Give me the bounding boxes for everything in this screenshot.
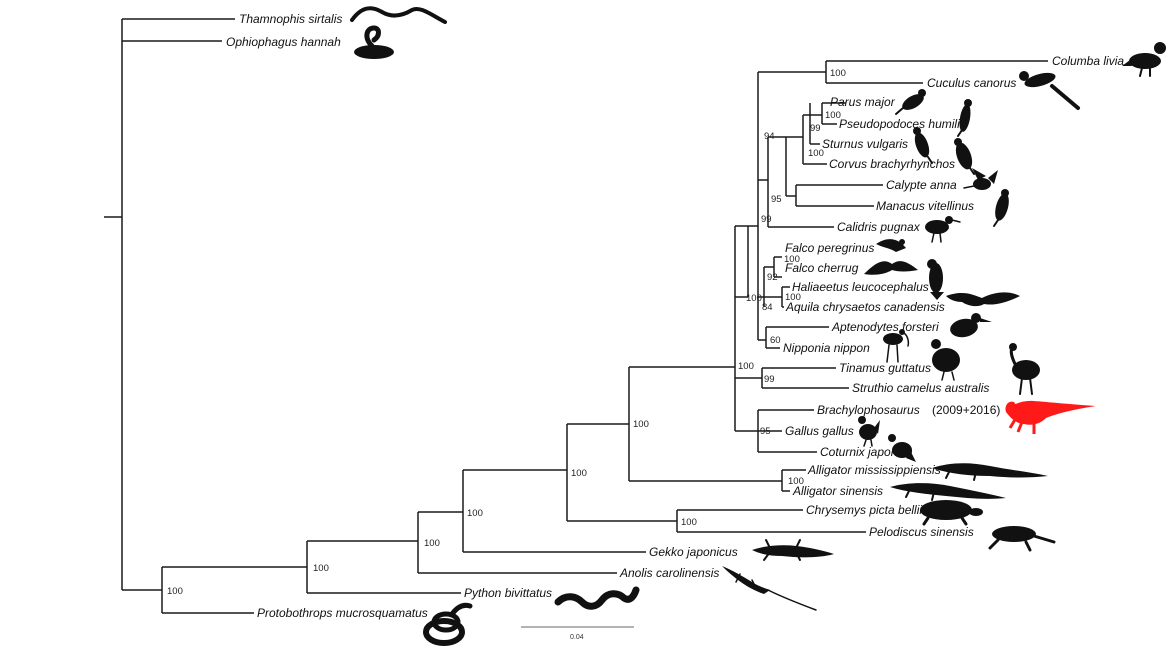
- pelodiscus-silhouette: [988, 526, 1056, 552]
- support-falco-92: 92: [767, 272, 778, 283]
- support-parus-pseudo: 100: [825, 110, 841, 121]
- label-brachylophosaurus-note: (2009+2016): [932, 403, 1000, 417]
- support-archelosaur: 100: [571, 468, 587, 479]
- gallus-silhouette: [858, 416, 880, 447]
- taxon-labels: Thamnophis sirtalis Ophiophagus hannah C…: [226, 12, 1124, 620]
- label-alligator-miss: Alligator mississippiensis: [807, 463, 941, 477]
- chrysemys-silhouette: [920, 500, 983, 526]
- python-silhouette: [554, 586, 640, 610]
- haliaeetus-silhouette: [927, 259, 944, 300]
- gekko-silhouette: [752, 539, 834, 561]
- coturnix-silhouette: [888, 434, 916, 462]
- struthio-silhouette: [1009, 343, 1040, 395]
- nipponia-silhouette: [883, 329, 910, 363]
- label-aptenodytes: Aptenodytes forsteri: [831, 320, 939, 334]
- label-parus: Parus major: [830, 95, 896, 109]
- falco-cherrug-silhouette: [864, 261, 918, 275]
- label-struthio: Struthio camelus australis: [852, 381, 989, 395]
- label-haliaeetus: Haliaeetus leucocephalus: [792, 280, 929, 294]
- parus-silhouette: [895, 89, 926, 115]
- label-gallus: Gallus gallus: [785, 424, 854, 438]
- pseudopodoces-silhouette: [957, 99, 972, 137]
- cuculus-silhouette: [1019, 71, 1080, 110]
- support-turtles: 100: [681, 517, 697, 528]
- label-nipponia: Nipponia nippon: [783, 341, 870, 355]
- scale-bar: 0.04: [521, 626, 634, 641]
- label-pseudopodoces: Pseudopodoces humilis: [839, 117, 966, 131]
- support-node-proto: 100: [167, 586, 183, 597]
- label-sturnus: Sturnus vulgaris: [822, 137, 908, 151]
- support-palaeognath: 99: [764, 374, 775, 385]
- support-alligators: 100: [788, 476, 804, 487]
- protobothrops-silhouette: [423, 602, 473, 646]
- tree-branches: [104, 18, 1048, 614]
- scale-bar-label: 0.04: [570, 634, 584, 641]
- label-calidris: Calidris pugnax: [837, 220, 921, 234]
- brachylophosaurus-silhouette: [1005, 400, 1096, 434]
- label-aquila: Aquila chrysaetos canadensis: [785, 300, 945, 314]
- aptenodytes-silhouette: [950, 313, 992, 338]
- label-columba: Columba livia: [1052, 54, 1124, 68]
- ophiophagus-silhouette: [354, 25, 394, 59]
- support-columba-cuculus: 100: [830, 68, 846, 79]
- label-gekko: Gekko japonicus: [649, 545, 738, 559]
- tinamus-silhouette: [931, 339, 960, 381]
- label-calypte: Calypte anna: [886, 178, 957, 192]
- label-alligator-sin: Alligator sinensis: [792, 484, 883, 498]
- support-apten-nipp: 60: [770, 335, 781, 346]
- label-corvus: Corvus brachyrhynchos: [829, 157, 955, 171]
- calypte-silhouette: [963, 168, 998, 190]
- support-falcons: 100: [784, 254, 800, 265]
- label-python: Python bivittatus: [464, 586, 552, 600]
- support-node-python: 100: [313, 563, 329, 574]
- support-neoaves-94: 94: [764, 131, 775, 142]
- support-archosaur: 100: [633, 419, 649, 430]
- anolis-silhouette: [722, 566, 817, 611]
- support-galloanserae: 95: [760, 426, 771, 437]
- support-landbirds-99: 99: [761, 214, 772, 225]
- manacus-silhouette: [993, 189, 1009, 227]
- support-node-anolis: 100: [424, 538, 440, 549]
- label-ophiophagus: Ophiophagus hannah: [226, 35, 341, 49]
- alligator-sin-silhouette: [890, 483, 1006, 501]
- support-passer-99: 99: [810, 123, 821, 134]
- label-thamnophis: Thamnophis sirtalis: [239, 12, 342, 26]
- label-anolis: Anolis carolinensis: [619, 566, 719, 580]
- label-chrysemys: Chrysemys picta bellii: [806, 503, 922, 517]
- brachylophosaurus-legs: [1008, 417, 1036, 434]
- label-brachylophosaurus: Brachylophosaurus: [817, 403, 920, 417]
- support-node-gekko: 100: [467, 508, 483, 519]
- support-neognath-100: 100: [738, 361, 754, 372]
- label-coturnix: Coturnix japonica: [820, 445, 913, 459]
- label-manacus: Manacus vitellinus: [876, 199, 974, 213]
- label-cuculus: Cuculus canorus: [927, 76, 1016, 90]
- columba-silhouette: [1122, 42, 1166, 77]
- sturnus-silhouette: [913, 127, 933, 164]
- label-protobothrops: Protobothrops mucrosquamatus: [257, 606, 428, 620]
- corvus-silhouette: [954, 138, 975, 175]
- calidris-silhouette: [925, 216, 961, 243]
- support-values: 100 100 99 100 94 95 99 100 92 100 100 8…: [167, 68, 846, 597]
- label-pelodiscus: Pelodiscus sinensis: [869, 525, 974, 539]
- support-calypte-manacus: 95: [771, 194, 782, 205]
- falco-peregrinus-silhouette: [876, 239, 906, 252]
- alligator-miss-silhouette: [932, 463, 1048, 481]
- silhouettes: [350, 6, 1166, 646]
- support-raptor-84: 84: [762, 302, 773, 313]
- label-falco-peregrinus: Falco peregrinus: [785, 241, 874, 255]
- brachylophosaurus-body: [1006, 400, 1096, 425]
- brachylophosaurus-head: [1005, 401, 1018, 412]
- support-node-100a: 100: [746, 293, 762, 304]
- label-falco-cherrug: Falco cherrug: [785, 261, 859, 275]
- support-accipitr: 100: [785, 292, 801, 303]
- aquila-silhouette: [946, 292, 1020, 307]
- thamnophis-silhouette: [350, 6, 447, 24]
- support-sturnus-corvus: 100: [808, 148, 824, 159]
- label-tinamus: Tinamus guttatus: [839, 361, 931, 375]
